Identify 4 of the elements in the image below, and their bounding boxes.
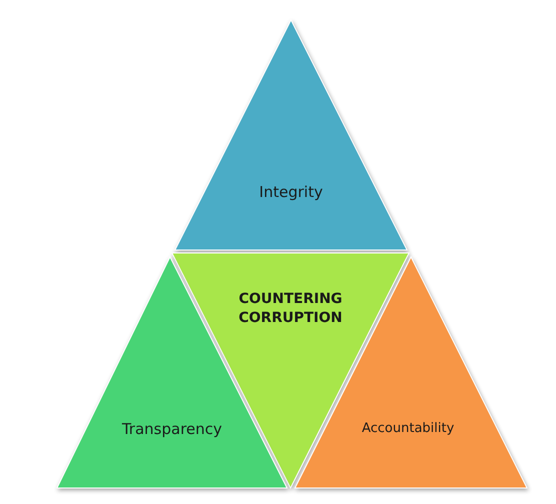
segment-label: Transparency	[122, 419, 222, 440]
segment-label: Accountability	[362, 420, 454, 438]
segment-label: COUNTERING CORRUPTION	[238, 290, 344, 328]
segment-label: Integrity	[259, 182, 323, 202]
